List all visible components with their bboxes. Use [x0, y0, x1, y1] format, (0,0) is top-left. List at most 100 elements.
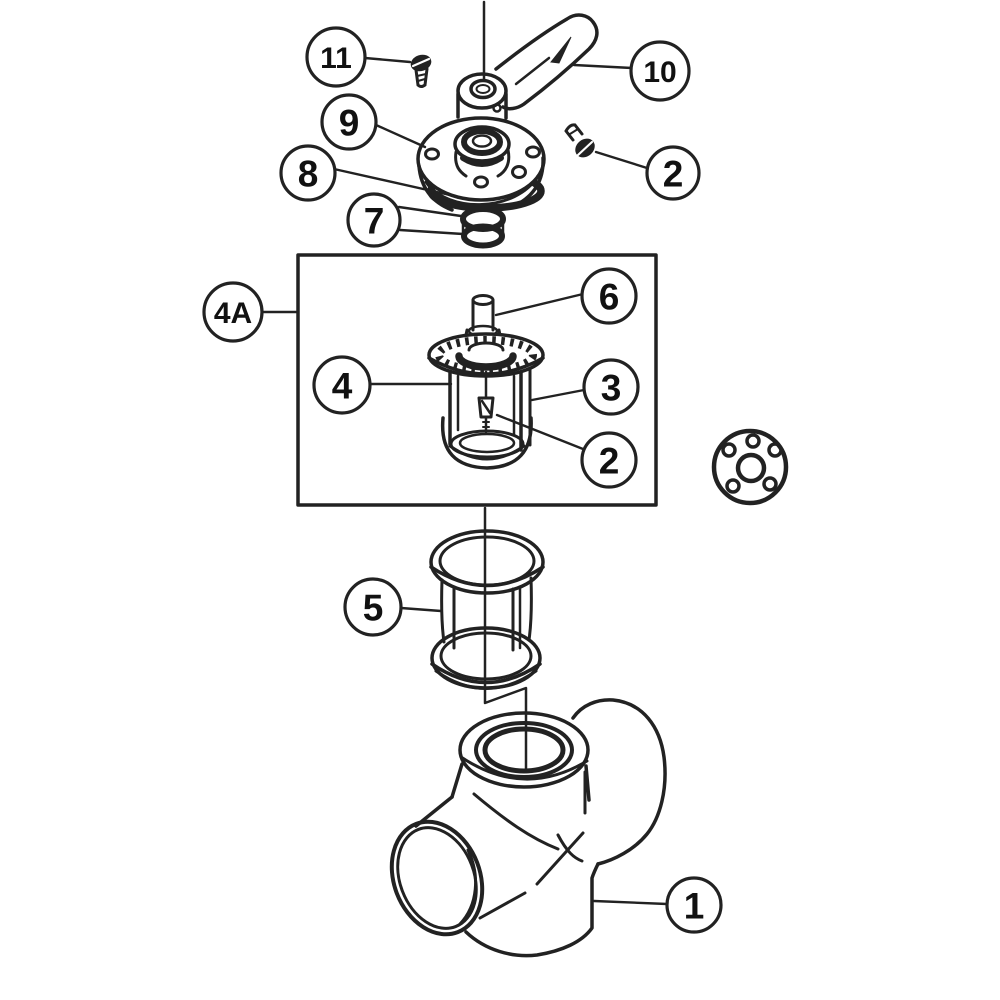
leader-6: [494, 292, 585, 317]
valve-seam-lower: [478, 831, 585, 920]
callout-label: 11: [320, 42, 352, 75]
cover-screw-hole: [525, 145, 541, 159]
callout-circle: [580, 267, 638, 325]
callout-4: 4: [312, 355, 372, 415]
callout-label: 8: [298, 153, 319, 194]
leader-5: [399, 606, 443, 613]
leader-7: [397, 205, 465, 236]
diverter-teeth-ring: [435, 336, 537, 374]
cover-hub-ring: [461, 128, 503, 156]
cover-hub-base: [454, 148, 511, 178]
valve-neck: [450, 762, 591, 802]
leader-11: [363, 56, 412, 64]
valve-left-port-inner: [396, 826, 478, 930]
callout-3: 3: [582, 358, 640, 416]
cage-top-ring: [429, 529, 545, 595]
handle-detent: [492, 103, 502, 113]
callout-circle: [346, 192, 402, 248]
callout-8: 8: [279, 144, 337, 202]
callout-11: 11: [305, 26, 367, 88]
gasket-hole: [745, 433, 761, 449]
callout-circle: [320, 93, 378, 151]
valve-left-port: [389, 819, 485, 937]
cover-skirt: [417, 156, 545, 212]
callout-10: 10: [629, 40, 691, 102]
callout-2-cover: 2: [645, 145, 701, 201]
callout-6: 6: [580, 267, 638, 325]
valve-right-arm: [571, 698, 667, 866]
diverter-assembly: [427, 294, 545, 470]
stem-o-rings: [460, 206, 506, 249]
cover: [416, 116, 546, 212]
valve-opening: [482, 726, 566, 774]
handle-screw: [410, 54, 432, 88]
gasket-hole: [762, 476, 778, 492]
diverter-screw-threads: [482, 421, 490, 428]
cage-top-band: [429, 565, 545, 588]
handle-screw-shaft: [414, 67, 429, 88]
leader-3: [530, 388, 586, 402]
valve-body: [389, 698, 667, 958]
stem-o-ring-bottom: [461, 223, 505, 249]
handle-arrow-icon: [550, 36, 572, 64]
callout-circle: [582, 358, 640, 416]
callout-label: 9: [339, 102, 360, 143]
leader-lines: [260, 56, 669, 906]
gasket-hole: [721, 442, 737, 458]
valve-flange-lip: [474, 721, 574, 779]
callout-label: 10: [643, 56, 676, 89]
cover-hub-shadow: [460, 155, 504, 167]
diverter-cup: [440, 416, 533, 470]
gasket-hole: [767, 442, 783, 458]
callout-label: 6: [599, 276, 620, 317]
valve-seam-upper: [472, 792, 560, 851]
stem-top: [471, 294, 495, 306]
callout-circle: [279, 144, 337, 202]
leader-9: [374, 123, 427, 149]
diverter-assembly-box: [296, 253, 658, 507]
gasket-center-hole: [735, 452, 767, 484]
callout-circle: [312, 355, 372, 415]
callout-label: 2: [599, 440, 620, 481]
callout-label: 3: [601, 367, 622, 408]
cover-screw-threads: [569, 128, 579, 135]
gasket-hole: [725, 478, 741, 494]
callout-9: 9: [320, 93, 378, 151]
leader-2-cover: [594, 150, 649, 170]
callout-4A: 4A: [202, 281, 264, 343]
handle: [456, 13, 599, 120]
valve-bottom: [464, 862, 600, 958]
diverter-screw-slot-tip: [480, 399, 492, 434]
callout-label: 7: [364, 200, 385, 241]
handle-screw-slot: [411, 57, 431, 68]
valve-left-port-lip: [458, 848, 478, 926]
cover-hub-bore: [471, 134, 493, 148]
callout-7: 7: [346, 192, 402, 248]
cover-screw: [564, 123, 595, 158]
callout-circle: [343, 577, 403, 637]
diverter-cup-rim: [449, 429, 525, 459]
callout-circle: [202, 281, 264, 343]
handle-arm: [494, 13, 599, 111]
handle-hole-inner: [475, 84, 491, 94]
cage-bars: [452, 585, 515, 652]
callout-circle: [645, 145, 701, 201]
handle-slot: [514, 56, 551, 86]
valve-arm-underside: [556, 833, 584, 863]
gasket-outer: [711, 428, 789, 506]
callout-circle: [665, 876, 723, 934]
leader-10: [572, 63, 634, 70]
callout-circle: [305, 26, 367, 88]
diverter-cup-rim-inner: [458, 432, 516, 454]
diverter-halfmoon: [455, 352, 517, 371]
callout-label: 2: [663, 153, 684, 194]
diverter-cutout-edges: [456, 374, 516, 436]
callout-circle: [580, 431, 638, 489]
callout-label: 5: [363, 587, 384, 628]
stem-sides: [471, 298, 495, 332]
gasket-flange: [711, 428, 789, 506]
callout-2-diverter: 2: [580, 431, 638, 489]
leader-2-diverter: [495, 413, 585, 451]
